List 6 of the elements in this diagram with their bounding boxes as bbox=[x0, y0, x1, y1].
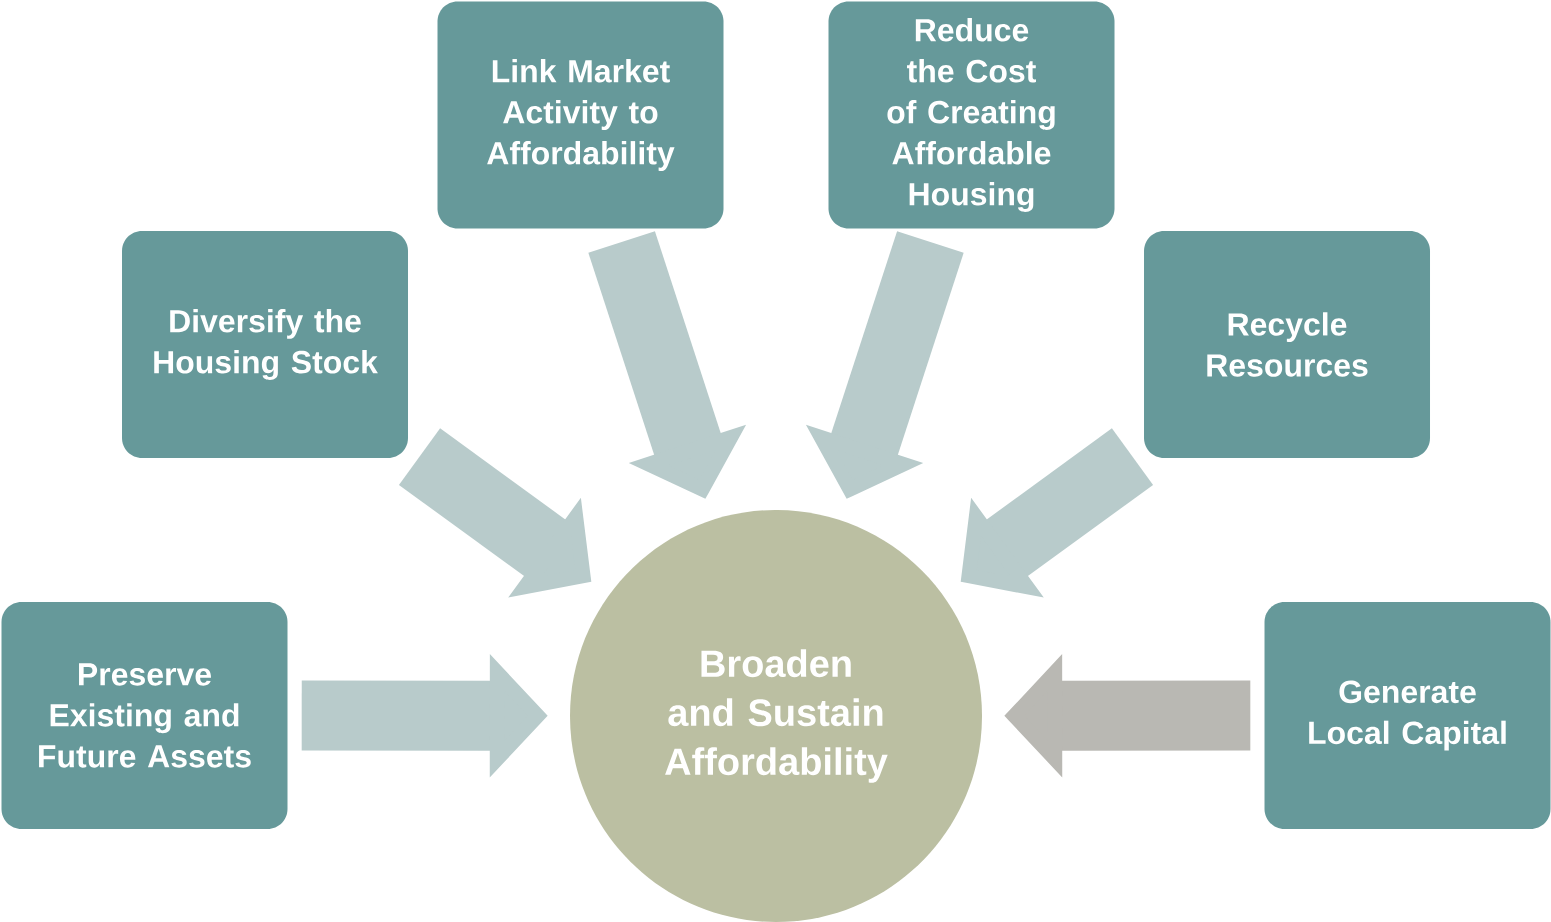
strategy-box: Preserve Existing and Future Assets bbox=[1, 602, 288, 829]
strategy-box: Recycle Resources bbox=[1144, 231, 1430, 458]
strategy-box: Diversify the Housing Stock bbox=[122, 231, 408, 458]
strategy-box: Generate Local Capital bbox=[1264, 602, 1551, 829]
strategy-box: Reduce the Cost of Creating Affordable Housing bbox=[828, 1, 1115, 229]
strategy-box: Link Market Activity to Affordability bbox=[437, 1, 724, 229]
